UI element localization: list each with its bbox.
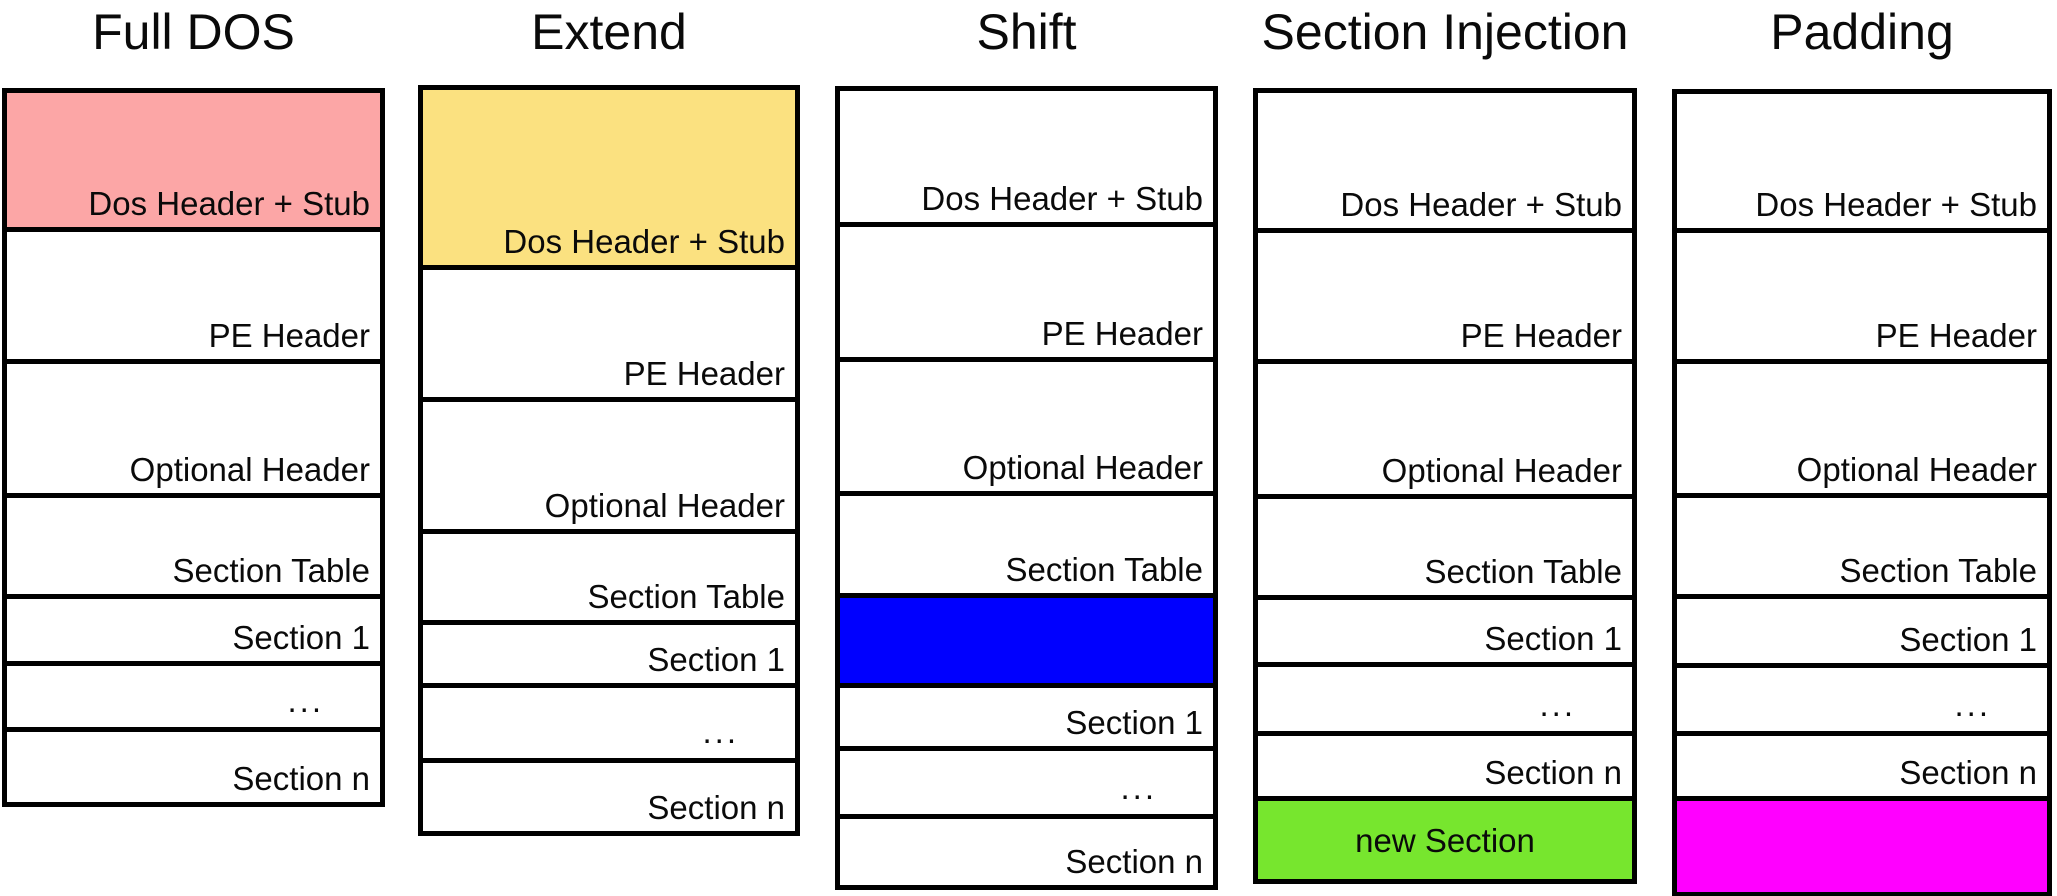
- segment-label-section-n: Section n: [1484, 754, 1622, 791]
- segment-label-dos-header-stub: Dos Header + Stub: [1340, 186, 1622, 223]
- segment-optional-header: Optional Header: [423, 402, 795, 534]
- segment-label-dos-header-stub: Dos Header + Stub: [88, 185, 370, 222]
- column-title-extend: Extend: [531, 4, 687, 60]
- segment-section-n: Section n: [423, 763, 795, 831]
- segment-label-sections-ellipsis: ...: [702, 713, 739, 750]
- segment-section-table: Section Table: [840, 496, 1213, 598]
- segment-dos-header-stub: Dos Header + Stub: [840, 91, 1213, 227]
- segment-label-section-n: Section n: [1065, 843, 1203, 880]
- segment-dos-header-stub: Dos Header + Stub: [1677, 94, 2047, 233]
- segment-label-dos-header-stub: Dos Header + Stub: [503, 223, 785, 260]
- segment-label-section-table: Section Table: [1005, 551, 1203, 588]
- segment-injected-content: [840, 598, 1213, 688]
- segment-label-section-n: Section n: [232, 760, 370, 797]
- segment-label-section-table: Section Table: [1424, 553, 1622, 590]
- segment-sections-ellipsis: ...: [1258, 667, 1632, 736]
- segment-sections-ellipsis: ...: [7, 666, 380, 732]
- segment-section-1: Section 1: [840, 688, 1213, 751]
- segment-label-pe-header: PE Header: [623, 355, 785, 392]
- segment-label-optional-header: Optional Header: [129, 451, 370, 488]
- segment-label-optional-header: Optional Header: [1381, 452, 1622, 489]
- segment-label-section-n: Section n: [647, 789, 785, 826]
- segment-section-n: Section n: [840, 819, 1213, 885]
- segment-optional-header: Optional Header: [840, 362, 1213, 496]
- column-section-injection: Section Injection Dos Header + Stub PE He…: [1253, 0, 1637, 896]
- segment-label-section-1: Section 1: [232, 619, 370, 656]
- segment-dos-header-stub: Dos Header + Stub: [1258, 93, 1632, 233]
- segment-section-table: Section Table: [1258, 499, 1632, 600]
- segment-new-section: new Section: [1258, 801, 1632, 879]
- segment-label-section-1: Section 1: [647, 641, 785, 678]
- segment-label-dos-header-stub: Dos Header + Stub: [1755, 186, 2037, 223]
- segment-dos-header-stub: Dos Header + Stub: [423, 90, 795, 270]
- segment-pe-header: PE Header: [423, 270, 795, 402]
- segment-section-1: Section 1: [7, 599, 380, 666]
- segment-label-section-table: Section Table: [1839, 552, 2037, 589]
- segment-label-optional-header: Optional Header: [962, 449, 1203, 486]
- segment-pe-header: PE Header: [7, 232, 380, 364]
- segment-section-n: Section n: [7, 732, 380, 802]
- segment-optional-header: Optional Header: [7, 364, 380, 498]
- column-title-section-injection: Section Injection: [1261, 4, 1629, 60]
- column-title-shift: Shift: [976, 4, 1077, 60]
- segment-sections-ellipsis: ...: [423, 688, 795, 763]
- column-title-padding: Padding: [1770, 4, 1954, 60]
- segment-label-section-1: Section 1: [1065, 704, 1203, 741]
- segment-section-n: Section n: [1677, 736, 2047, 801]
- segment-dos-header-stub: Dos Header + Stub: [7, 93, 380, 232]
- segment-label-pe-header: PE Header: [1041, 315, 1203, 352]
- segment-optional-header: Optional Header: [1677, 364, 2047, 498]
- segment-label-section-n: Section n: [1899, 754, 2037, 791]
- segment-label-section-1: Section 1: [1899, 621, 2037, 658]
- segment-sections-ellipsis: ...: [840, 751, 1213, 819]
- segment-section-table: Section Table: [423, 534, 795, 625]
- segment-label-section-table: Section Table: [587, 578, 785, 615]
- segment-pe-header: PE Header: [840, 227, 1213, 362]
- segment-pe-header: PE Header: [1258, 233, 1632, 364]
- segment-section-1: Section 1: [423, 625, 795, 688]
- segment-section-table: Section Table: [7, 498, 380, 599]
- segment-section-1: Section 1: [1258, 600, 1632, 667]
- segment-label-section-1: Section 1: [1484, 620, 1622, 657]
- segment-section-table: Section Table: [1677, 498, 2047, 599]
- segment-label-section-table: Section Table: [172, 552, 370, 589]
- segment-section-1: Section 1: [1677, 599, 2047, 668]
- segment-label-sections-ellipsis: ...: [287, 682, 324, 719]
- column-title-full-dos: Full DOS: [92, 4, 295, 60]
- segment-label-dos-header-stub: Dos Header + Stub: [921, 180, 1203, 217]
- segment-label-optional-header: Optional Header: [1796, 451, 2037, 488]
- segment-label-pe-header: PE Header: [208, 317, 370, 354]
- segment-optional-header: Optional Header: [1258, 364, 1632, 499]
- segment-appended-padding: [1677, 801, 2047, 892]
- segment-sections-ellipsis: ...: [1677, 668, 2047, 736]
- segment-label-optional-header: Optional Header: [544, 487, 785, 524]
- segment-label-sections-ellipsis: ...: [1539, 686, 1576, 723]
- segment-pe-header: PE Header: [1677, 233, 2047, 364]
- segment-label-sections-ellipsis: ...: [1954, 686, 1991, 723]
- segment-label-new-section: new Section: [1355, 821, 1535, 859]
- segment-section-n: Section n: [1258, 736, 1632, 801]
- segment-label-pe-header: PE Header: [1460, 317, 1622, 354]
- segment-label-pe-header: PE Header: [1875, 317, 2037, 354]
- segment-label-sections-ellipsis: ...: [1120, 769, 1157, 806]
